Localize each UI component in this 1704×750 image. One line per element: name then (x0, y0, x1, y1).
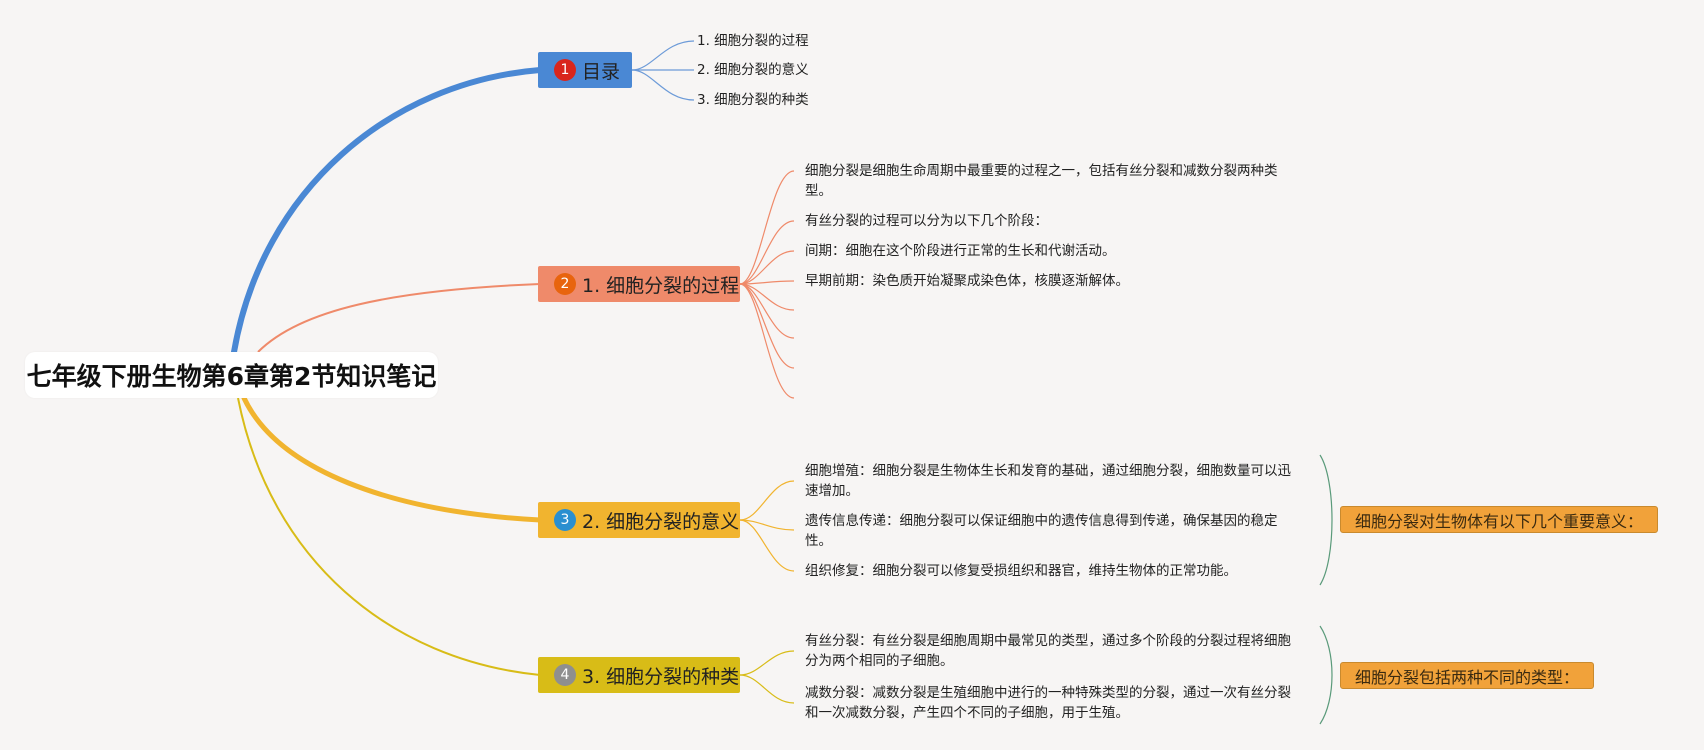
list-item[interactable]: 细胞分裂是细胞生命周期中最重要的过程之一，包括有丝分裂和减数分裂两种类型。 (805, 163, 1278, 199)
topic1-leaf-lines (631, 40, 695, 101)
number-badge-icon: 1 (554, 59, 576, 81)
topic-contents[interactable]: 1 目录 (538, 52, 632, 88)
summary-brace-4 (1319, 625, 1333, 725)
list-item[interactable]: 早期前期：染色质开始凝聚成染色体，核膜逐渐解体。 (805, 273, 1129, 289)
list-item[interactable]: 遗传信息传递：细胞分裂可以保证细胞中的遗传信息得到传递，确保基因的稳定性。 (805, 513, 1278, 549)
list-item[interactable]: 3. 细胞分裂的种类 (697, 92, 809, 108)
topic3-leaf-lines (739, 480, 795, 572)
topic-label: 1. 细胞分裂的过程 (582, 274, 740, 297)
topic-division-process[interactable]: 2 1. 细胞分裂的过程 (538, 266, 740, 302)
list-item[interactable]: 2. 细胞分裂的意义 (697, 62, 809, 78)
branch-line-2 (257, 283, 541, 353)
list-item[interactable]: 组织修复：细胞分裂可以修复受损组织和器官，维持生物体的正常功能。 (805, 563, 1237, 579)
list-item[interactable]: 间期：细胞在这个阶段进行正常的生长和代谢活动。 (805, 243, 1116, 259)
list-item[interactable]: 有丝分裂的过程可以分为以下几个阶段： (805, 213, 1048, 229)
branch-line-1 (231, 67, 543, 355)
branch-line-3 (241, 395, 543, 523)
list-item[interactable]: 有丝分裂：有丝分裂是细胞周期中最常见的类型，通过多个阶段的分裂过程将细胞分为两个… (805, 633, 1291, 669)
central-topic[interactable]: 七年级下册生物第6章第2节知识笔记 (25, 352, 438, 398)
number-badge-icon: 2 (554, 273, 576, 295)
list-item[interactable]: 细胞增殖：细胞分裂是生物体生长和发育的基础，通过细胞分裂，细胞数量可以迅速增加。 (805, 463, 1291, 499)
topic-label: 3. 细胞分裂的种类 (582, 665, 740, 688)
topic4-leaf-lines (739, 650, 795, 704)
topic2-leaf-lines (739, 170, 795, 399)
summary-types[interactable]: 细胞分裂包括两种不同的类型： (1340, 662, 1594, 689)
list-item[interactable]: 减数分裂：减数分裂是生殖细胞中进行的一种特殊类型的分裂，通过一次有丝分裂和一次减… (805, 685, 1291, 721)
summary-significance[interactable]: 细胞分裂对生物体有以下几个重要意义： (1340, 506, 1658, 533)
list-item[interactable]: 1. 细胞分裂的过程 (697, 33, 809, 49)
number-badge-icon: 4 (554, 664, 576, 686)
summary-brace-3 (1319, 454, 1333, 586)
topic-division-significance[interactable]: 3 2. 细胞分裂的意义 (538, 502, 740, 538)
topic-division-types[interactable]: 4 3. 细胞分裂的种类 (538, 657, 740, 693)
number-badge-icon: 3 (554, 509, 576, 531)
branch-line-4 (237, 397, 541, 676)
topic-label: 2. 细胞分裂的意义 (582, 510, 740, 533)
topic-label: 目录 (582, 60, 621, 83)
